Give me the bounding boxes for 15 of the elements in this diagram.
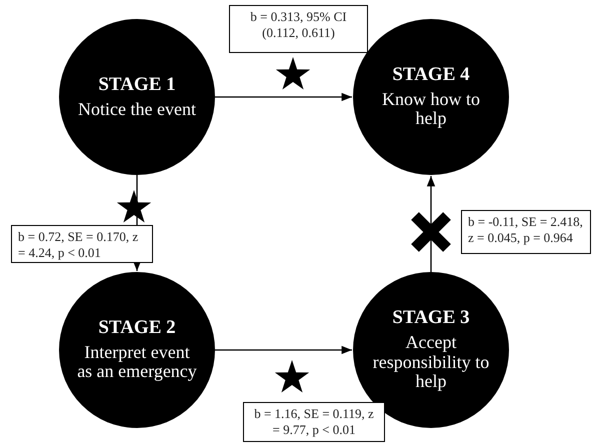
stage-heading: STAGE 1 [98,74,176,96]
stage-heading: STAGE 4 [392,64,470,86]
stage-description: Know how to help [381,90,481,130]
arrow [215,346,352,354]
edge-label: b = 0.72, SE = 0.170, z = 4.24, p < 0.01 [11,225,153,263]
arrow [215,92,352,102]
edge-label: b = 0.313, 95% CI (0.112, 0.611) [229,5,368,53]
stage-description: Notice the event [77,100,197,120]
stage-description: Interpret event as an emergency [77,342,197,382]
edge-label: b = -0.11, SE = 2.418, z = 0.045, p = 0.964 [461,210,591,254]
stage-heading: STAGE 3 [392,308,470,329]
edge-label: b = 1.16, SE = 0.119, z = 9.77, p < 0.01 [243,402,385,442]
stage-description: Accept responsibility to help [372,332,490,392]
arrow [426,176,436,272]
stage-heading: STAGE 2 [98,318,176,339]
